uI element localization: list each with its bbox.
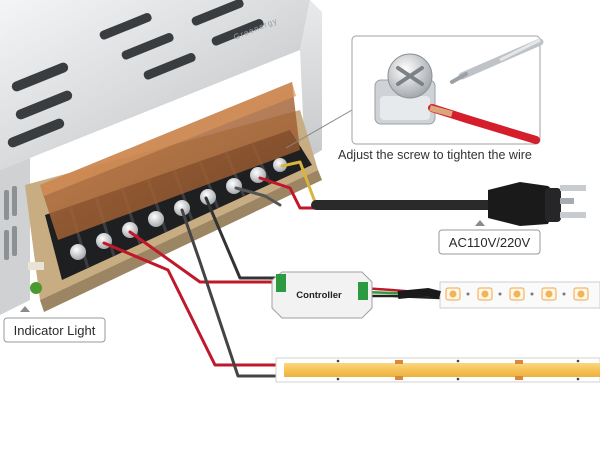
indicator-light-label: Indicator Light <box>14 323 96 338</box>
psu-right-face <box>300 0 322 160</box>
plug-ground-pin <box>560 198 574 204</box>
ac-voltage-label: AC110V/220V <box>449 235 531 250</box>
cob-cut-marks <box>395 360 523 380</box>
controller-input-terminal <box>276 274 286 292</box>
indicator-led <box>30 282 42 294</box>
vent-slots <box>7 0 264 148</box>
wires <box>102 160 493 378</box>
controller-output-terminal <box>358 282 368 300</box>
ac-plug <box>488 182 586 226</box>
ac-wire-black <box>234 186 282 207</box>
power-supply: Greenergy <box>0 0 322 315</box>
rgb-led-strip <box>397 281 600 309</box>
rgb-strip-leds <box>445 287 589 301</box>
ac-label-pointer <box>475 220 485 226</box>
psu-top-lid <box>0 0 310 170</box>
callout-leader <box>285 109 353 149</box>
callout-caption: Adjust the screw to tighten the wire <box>338 148 532 162</box>
dc-wire-black-strip <box>180 208 280 378</box>
side-vents <box>4 186 17 260</box>
dc-wire-red-controller <box>128 230 277 284</box>
indicator-label-tag: Indicator Light <box>3 317 106 343</box>
plug-prong-bottom <box>560 212 586 218</box>
cob-strip-light <box>284 363 600 377</box>
controller-body <box>271 271 373 319</box>
indicator-label-pointer <box>20 306 30 312</box>
controller-label: Controller <box>296 290 342 301</box>
screw-callout <box>351 35 544 145</box>
ac-label-tag: AC110V/220V <box>438 229 541 255</box>
controller: Controller <box>271 271 373 319</box>
plug-prong-top <box>560 185 586 191</box>
plug-body <box>488 182 560 226</box>
dc-wire-black-controller <box>204 196 277 280</box>
terminal-cover <box>40 82 300 240</box>
cob-led-strip <box>275 357 600 383</box>
dc-wire-red-strip <box>102 241 280 367</box>
